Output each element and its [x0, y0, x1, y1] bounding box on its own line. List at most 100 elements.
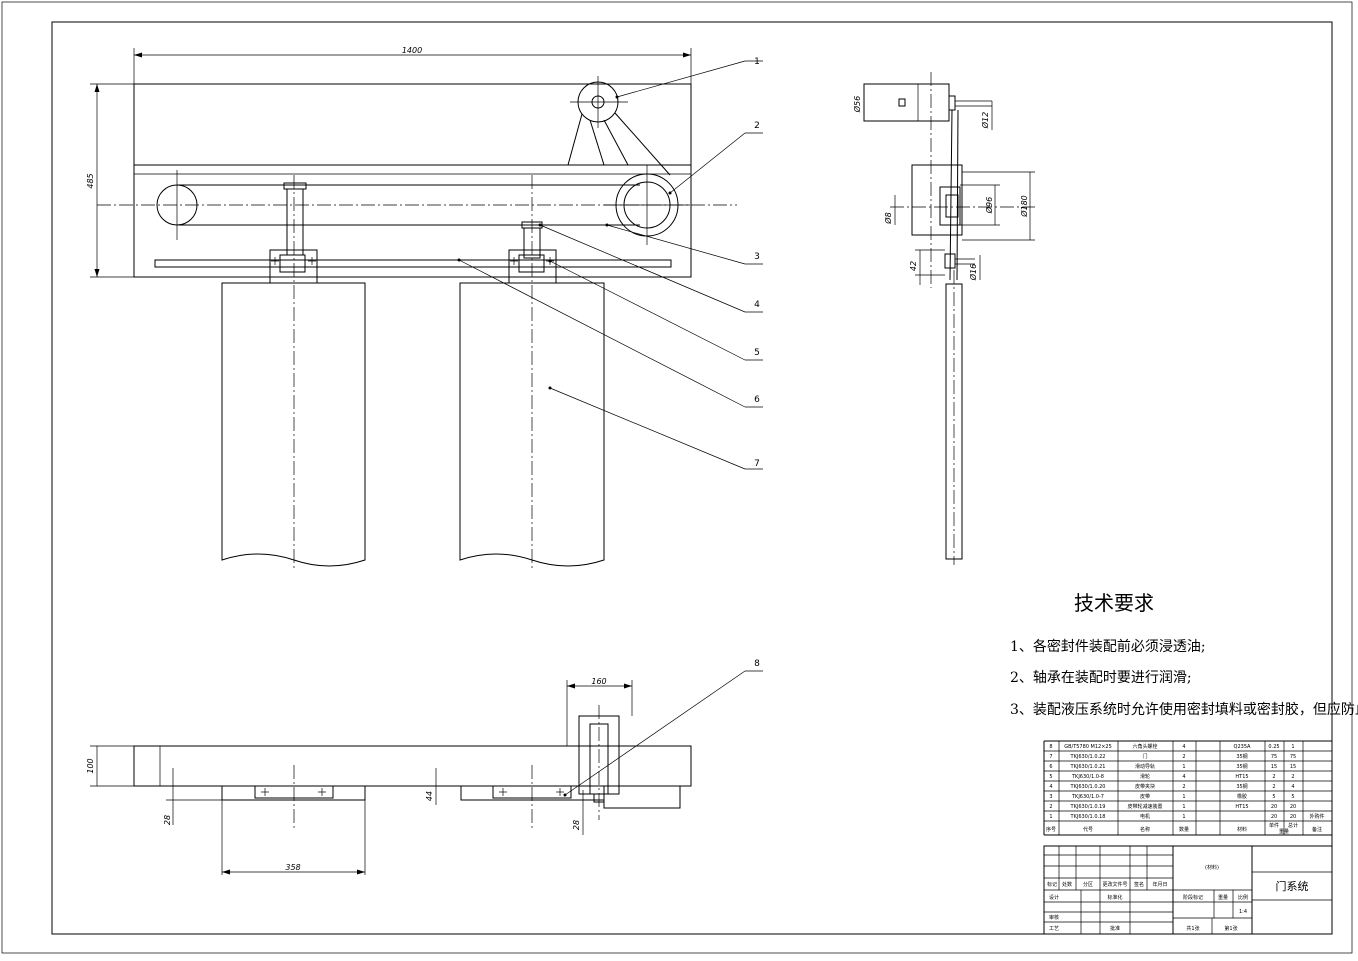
bom-cell-name: 门: [1142, 753, 1147, 760]
bom-cell-unit: 20: [1271, 814, 1277, 820]
bom-header-note: 备注: [1312, 826, 1322, 833]
bom-cell-unit: 20: [1271, 804, 1277, 810]
bom-cell-material: 35钢: [1236, 783, 1247, 790]
dim-d56: Ø56: [852, 96, 862, 113]
dim-358: 358: [285, 863, 300, 872]
drawing-title: 门系统: [1276, 879, 1309, 893]
side-dims: Ø56 Ø12 Ø8 Ø96 Ø180 42 Ø16: [852, 84, 1035, 285]
left-carriage: [269, 182, 318, 284]
tb-design: 设计: [1049, 894, 1059, 901]
tb-approve: 批准: [1110, 925, 1120, 932]
bom-cell-no: 6: [1049, 764, 1052, 770]
bom-cell-qty: 1: [1182, 764, 1185, 770]
side-view: Ø56 Ø12 Ø8 Ø96 Ø180 42 Ø16: [852, 72, 1035, 565]
tb-sign: 签名: [1134, 881, 1144, 888]
bom-cell-unit: 5: [1272, 794, 1275, 800]
part-numbers: 1 2 3 4 5 6 7 8: [754, 57, 760, 669]
bom-cell-total: 5: [1291, 794, 1294, 800]
leader-lines: [457, 60, 763, 797]
part-label-7: 7: [754, 459, 760, 469]
front-view: 1400 485: [86, 46, 763, 797]
bom-cell-name: 滑轮: [1140, 773, 1150, 780]
bom-cell-code: TKJ630/1.0.20: [1070, 784, 1106, 790]
dim-1400-text: 1400: [402, 46, 422, 55]
top-view: 160 100 44 28 28 358: [86, 677, 692, 875]
bom-cell-material: HT15: [1235, 804, 1248, 810]
dim-d8: Ø8: [883, 212, 893, 224]
left-door: [221, 175, 366, 570]
belt: [97, 170, 737, 240]
bom-cell-code: TKJ630/1.0.19: [1070, 804, 1106, 810]
bom-cell-qty: 1: [1182, 814, 1185, 820]
bom-cell-unit: 2: [1272, 784, 1275, 790]
dim-485-text: 485: [86, 173, 95, 188]
part-label-6: 6: [754, 395, 760, 405]
bom-cell-code: TKJ630/1.0.22: [1070, 754, 1106, 760]
tech-req-item-2: 2、轴承在装配时要进行润滑;: [1010, 669, 1192, 686]
bom-cell-no: 7: [1049, 754, 1052, 760]
bom-cell-note: 外购件: [1309, 813, 1324, 820]
bom-cell-total: 20: [1290, 804, 1296, 810]
tb-doc: 更改文件号: [1102, 881, 1127, 888]
part-label-3: 3: [754, 252, 760, 262]
bom-cell-unit: 15: [1271, 764, 1277, 770]
tb-count: 处数: [1062, 881, 1072, 888]
bom-cell-qty: 2: [1182, 754, 1185, 760]
bom-cell-qty: 4: [1182, 774, 1185, 780]
dim-d16: Ø16: [968, 264, 978, 281]
dim-d12: Ø12: [980, 112, 990, 129]
bom-header-weight: 重量: [1279, 828, 1289, 835]
bom-cell-total: 2: [1291, 774, 1294, 780]
bom-cell-name: 六角头螺栓: [1132, 743, 1157, 750]
bom-cell-code: TKJ630/1.0.21: [1070, 764, 1106, 770]
bom-cell-qty: 1: [1182, 794, 1185, 800]
bom-header-qty: 数量: [1179, 826, 1189, 833]
part-label-1: 1: [754, 57, 760, 67]
bom-cell-total: 15: [1290, 764, 1296, 770]
dim-44: 44: [425, 791, 434, 801]
bom-cell-name: 滑动导轨: [1135, 763, 1155, 770]
dim-d96: Ø96: [984, 197, 994, 214]
dim-485: 485: [86, 83, 134, 278]
dim-1400: 1400: [133, 46, 692, 84]
title-block: 标记 处数 分区 更改文件号 签名 年月日 设计 标准化 审核 工艺 批准 (材…: [1043, 845, 1333, 935]
dim-160: 160: [591, 677, 606, 686]
bom-cell-material: Q235A: [1234, 744, 1251, 750]
dim-d180: Ø180: [1019, 195, 1029, 218]
tb-sheets-total: 共1张: [1186, 925, 1199, 932]
right-door: [459, 175, 605, 570]
bom-cell-no: 5: [1049, 774, 1052, 780]
tb-scale-value: 1:4: [1239, 909, 1247, 915]
tb-standardize: 标准化: [1107, 894, 1122, 901]
part-label-5: 5: [754, 348, 760, 358]
bom-cell-material: 35钢: [1236, 763, 1247, 770]
bom-cell-name: 皮带轮减速装置: [1127, 803, 1162, 810]
bom-cell-no: 1: [1049, 814, 1052, 820]
bom-cell-total: 1: [1291, 744, 1294, 750]
bom-cell-code: GB/T5780 M12×25: [1064, 744, 1112, 750]
bom-cell-code: TKJ630/1.0-7: [1071, 794, 1104, 800]
bom-cell-total: 75: [1290, 754, 1296, 760]
tb-weight: 重量: [1218, 894, 1228, 901]
bom-cell-name: 电机: [1140, 813, 1150, 820]
bom-cell-material: 35钢: [1236, 753, 1247, 760]
motor-body: [863, 83, 950, 122]
dim-28b: 28: [572, 820, 581, 830]
bom-cell-total: 4: [1291, 784, 1294, 790]
housing-outline: [133, 83, 692, 278]
tb-date: 年月日: [1152, 881, 1167, 888]
bom-cell-no: 3: [1049, 794, 1052, 800]
part-label-4: 4: [754, 300, 760, 310]
bom-header-no: 序号: [1046, 826, 1056, 833]
bom-header-code: 代号: [1083, 826, 1093, 833]
technical-requirements: 技术要求 1、各密封件装配前必须浸透油; 2、轴承在装配时要进行润滑; 3、装配…: [1010, 591, 1358, 718]
bom-cell-material: HT15: [1235, 774, 1248, 780]
bom-header-total: 总计: [1288, 822, 1298, 829]
bom-cell-name: 皮带: [1140, 793, 1150, 800]
tb-review: 审核: [1049, 914, 1059, 921]
bom-header-single: 单件: [1269, 822, 1279, 829]
dim-42: 42: [909, 261, 918, 271]
right-carriage: [508, 221, 557, 284]
